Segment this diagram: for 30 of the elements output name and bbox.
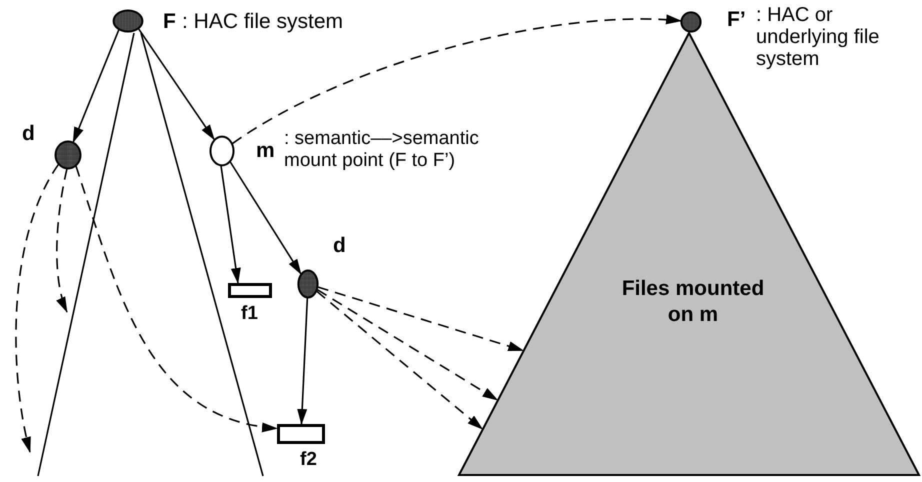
arrow [15,164,60,453]
node-letter: F’ [727,7,746,33]
node-letter: d [22,121,35,147]
node-description: : HAC or underlying file system [756,4,880,70]
arrow [316,290,484,430]
arrow [138,28,215,140]
file-box [277,424,325,444]
file-label: f1 [241,302,258,326]
tree-caption: Files mounted on m [620,276,766,328]
arrow [56,168,68,313]
mount-point-node [210,136,234,166]
arrow [72,29,120,144]
mount-point-description: : semantic––>semantic mount point (F to F’) [284,128,480,172]
arrow [220,166,241,284]
hatched-node [113,10,143,32]
hatched-node [681,12,701,32]
node-letter: m [256,138,275,164]
file-label: f2 [300,448,317,472]
file-box [228,283,272,298]
node-description: : HAC file system [182,9,344,35]
arrow [232,15,682,144]
hatched-node [298,270,318,298]
node-letter: d [333,233,346,259]
node-letter: F [163,9,176,35]
arrow [316,288,498,401]
arrow [318,286,524,352]
hatched-node [55,141,81,169]
arrow [75,166,278,432]
arrow [230,161,302,275]
arrow [297,298,308,425]
